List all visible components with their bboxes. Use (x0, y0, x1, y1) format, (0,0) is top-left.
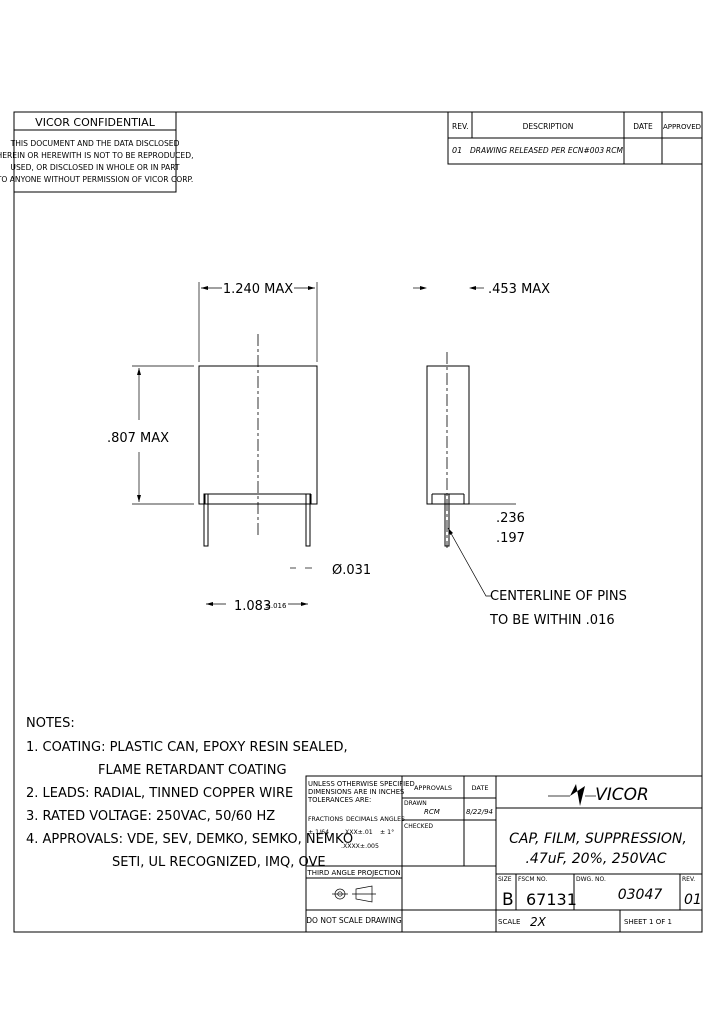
dim-lead-diameter: Ø.031 (332, 563, 371, 578)
tol-angles: ANGLES (380, 816, 405, 823)
drawing-title-1: CAP, FILM, SUPPRESSION, (509, 831, 687, 847)
approved-header: APPROVED (663, 123, 701, 131)
note-item: 1. COATING: PLASTIC CAN, EPOXY RESIN SEA… (26, 740, 348, 755)
size-value: B (502, 890, 514, 910)
confidential-line: HEREIN OR HEREWITH IS NOT TO BE REPRODUC… (0, 151, 194, 160)
company-name: VICOR (595, 785, 649, 805)
confidential-line: TO ANYONE WITHOUT PERMISSION OF VICOR CO… (0, 175, 193, 184)
drawing-title-2: .47uF, 20%, 250VAC (525, 851, 666, 867)
confidential-title: VICOR CONFIDENTIAL (35, 116, 156, 129)
description-header: DESCRIPTION (523, 122, 574, 131)
capacitor-body-side (426, 365, 470, 505)
note-item: 3. RATED VOLTAGE: 250VAC, 50/60 HZ (26, 809, 275, 824)
note-item: SETI, UL RECOGNIZED, IMQ, OVE (112, 855, 326, 870)
notes-heading: NOTES: (26, 716, 75, 731)
notes-block: NOTES: 1. COATING: PLASTIC CAN, EPOXY RE… (26, 716, 353, 870)
date-header: DATE (633, 122, 653, 131)
centerline-note-1: CENTERLINE OF PINS (490, 589, 627, 604)
note-item: 4. APPROVALS: VDE, SEV, DEMKO, SEMKO, NE… (26, 832, 353, 847)
revision-block: REV. DESCRIPTION DATE APPROVED 01 DRAWIN… (447, 111, 703, 165)
third-angle-projection-icon (332, 885, 376, 903)
dwg-value: 03047 (618, 887, 663, 903)
vicor-logo: VICOR (548, 784, 649, 806)
note-item: 2. LEADS: RADIAL, TINNED COPPER WIRE (26, 786, 293, 801)
centerline-note-2: TO BE WITHIN .016 (489, 613, 615, 628)
drawn-date: 8/22/94 (466, 808, 493, 816)
dim-height-max: .807 MAX (107, 431, 169, 446)
unless-specified: UNLESS OTHERWISE SPECIFIED (308, 780, 415, 788)
note-item: FLAME RETARDANT COATING (98, 763, 287, 778)
drawn-label: DRAWN (404, 800, 427, 807)
dim-depth-max: .453 MAX (488, 282, 550, 297)
dwg-label: DWG. NO. (576, 876, 606, 883)
dim-lead-pitch: 1.083 (234, 599, 271, 614)
rev-row-rev: 01 (452, 146, 462, 155)
rev-header: REV. (452, 122, 469, 131)
tol-fractions-value: ± 1/64 (308, 829, 329, 836)
projection-label: THIRD ANGLE PROJECTION (306, 869, 400, 877)
side-view: .453 MAX .236 .197 CENTERLINE OF PINS TO… (413, 282, 627, 628)
rev-label: REV. (682, 876, 695, 883)
dim-width-max: 1.240 MAX (223, 282, 293, 297)
rev-value: 01 (684, 892, 702, 908)
scale-value: 2X (530, 915, 547, 929)
tol-decimals-value-1: .XXX±.01 (343, 829, 373, 836)
sheet-label: SHEET 1 OF 1 (624, 918, 672, 926)
do-not-scale: DO NOT SCALE DRAWING (306, 916, 402, 925)
title-block: UNLESS OTHERWISE SPECIFIED DIMENSIONS AR… (305, 775, 703, 933)
confidential-line: THIS DOCUMENT AND THE DATA DISCLOSED (10, 139, 180, 148)
fscm-value: 67131 (526, 890, 577, 909)
scale-label: SCALE (498, 918, 520, 926)
dim-lead-length-a: .236 (496, 511, 525, 526)
tol-decimals: DECIMALS (346, 816, 378, 823)
front-view: 1.240 MAX .807 MAX Ø.031 1.083 ±.016 (107, 282, 371, 614)
rev-row-approved: RCM (606, 146, 623, 155)
tolerances-are: TOLERANCES ARE: (307, 796, 371, 804)
confidential-line: USED, OR DISCLOSED IN WHOLE OR IN PART (10, 163, 180, 172)
approvals-label: APPROVALS (414, 784, 452, 792)
size-label: SIZE (498, 876, 512, 883)
lead-right (305, 493, 311, 547)
checked-label: CHECKED (404, 823, 433, 830)
dim-lead-pitch-tol: ±.016 (265, 602, 287, 610)
fscm-label: FSCM NO. (518, 876, 547, 883)
tol-fractions: FRACTIONS (308, 816, 343, 823)
lead-left (203, 493, 209, 547)
tol-decimals-value-2: .XXXX±.005 (341, 843, 379, 850)
rev-row-description: DRAWING RELEASED PER ECN#003 (470, 146, 604, 155)
drawn-by: RCM (424, 808, 440, 816)
confidential-block: VICOR CONFIDENTIAL THIS DOCUMENT AND THE… (0, 111, 194, 193)
date-label: DATE (472, 784, 489, 792)
tol-angles-value: ± 1° (380, 828, 394, 836)
dim-lead-length-b: .197 (496, 531, 525, 546)
dimensions-in-inches: DIMENSIONS ARE IN INCHES (308, 788, 404, 796)
